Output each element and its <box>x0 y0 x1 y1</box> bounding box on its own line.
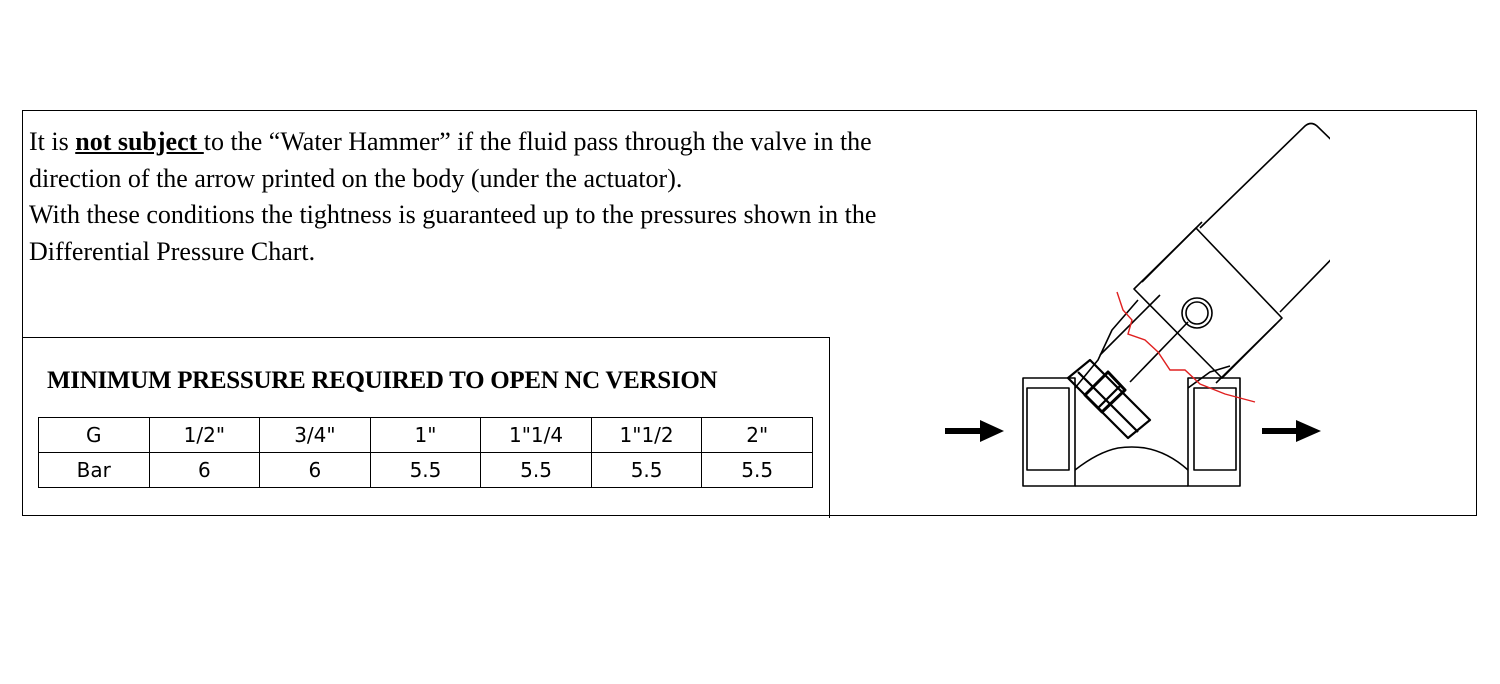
actuator-cylinder <box>1199 122 1330 313</box>
table-cell: 1/2" <box>148 417 261 453</box>
description-line-3: With these conditions the tightness is g… <box>29 200 877 229</box>
table-cell: 1"1/4 <box>480 417 592 453</box>
section-line <box>1116 291 1256 403</box>
description-line-1: It is not subject to the “Water Hammer” … <box>29 127 872 156</box>
table-cell: 5.5 <box>701 452 813 488</box>
table-cell: 6 <box>259 452 371 488</box>
table-cell: 5.5 <box>369 452 482 488</box>
flow-in-arrow-icon <box>945 420 1004 442</box>
description-line-4: Differential Pressure Chart. <box>29 236 316 266</box>
pressure-table-title: MINIMUM PRESSURE REQUIRED TO OPEN NC VER… <box>47 367 718 394</box>
table-cell: 1"1/2 <box>590 417 703 453</box>
table-cell: Bar <box>38 452 150 488</box>
pressure-table: G 1/2" 3/4" 1" 1"1/4 1"1/2 2" Bar 6 6 5.… <box>38 417 813 488</box>
table-cell: 1" <box>369 417 482 453</box>
not-subject-emphasis: not subject <box>75 127 204 156</box>
table-cell: G <box>38 417 150 453</box>
flow-out-arrow-icon <box>1262 420 1321 442</box>
table-cell: 2" <box>701 417 813 453</box>
valve-body <box>1022 299 1241 487</box>
valve-disc <box>1066 358 1152 440</box>
table-row: G 1/2" 3/4" 1" 1"1/4 1"1/2 2" <box>38 417 813 453</box>
valve-drawing <box>945 122 1330 487</box>
actuator-block <box>1133 221 1283 384</box>
table-row: Bar 6 6 5.5 5.5 5.5 5.5 <box>38 452 813 488</box>
info-panel-border <box>22 110 1477 516</box>
description-line-2: direction of the arrow printed on the bo… <box>29 163 683 193</box>
table-cell: 5.5 <box>480 452 592 488</box>
table-cell: 5.5 <box>590 452 703 488</box>
table-cell: 6 <box>148 452 261 488</box>
valve-stem <box>1099 294 1189 383</box>
description-paragraph: It is not subject to the “Water Hammer” … <box>29 124 1059 270</box>
table-cell: 3/4" <box>259 417 371 453</box>
pressure-table-frame <box>22 337 830 518</box>
